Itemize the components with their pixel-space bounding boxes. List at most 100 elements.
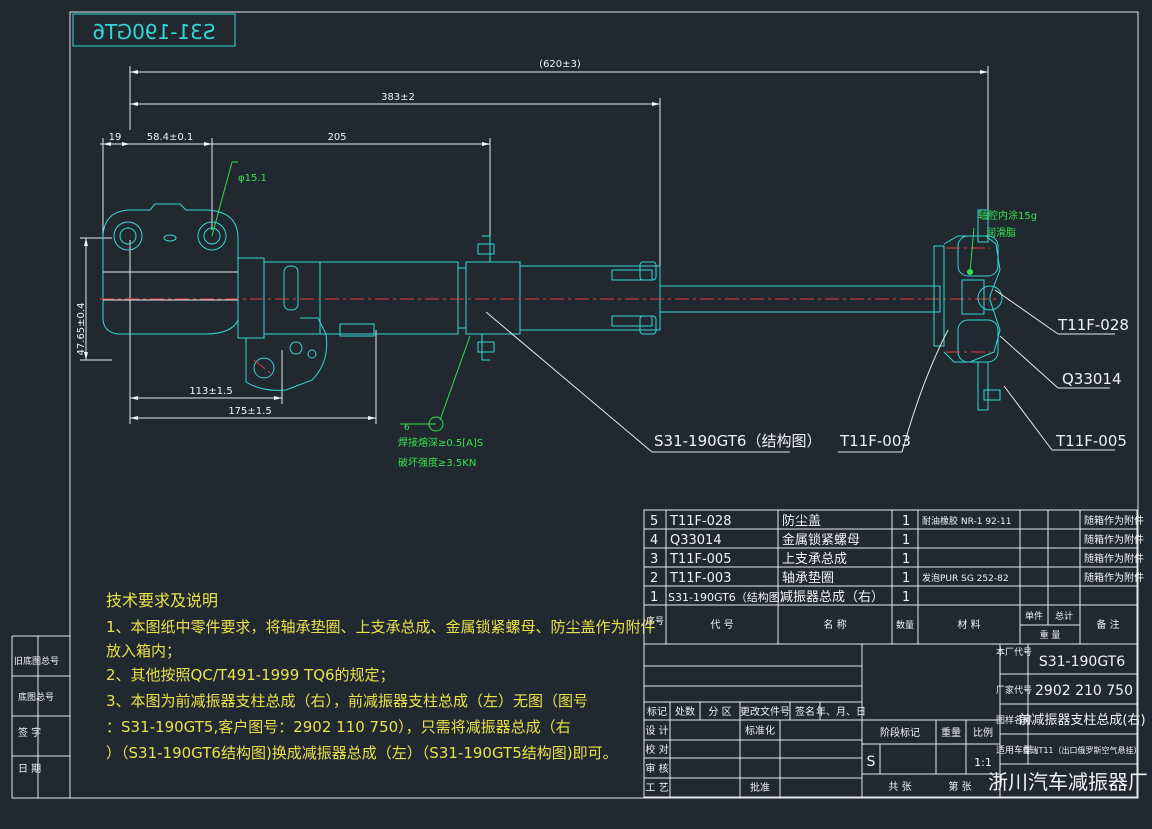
bom-name: 轴承垫圈 [782,570,834,586]
dim-113: 113±1.5 [189,386,232,397]
grease-note: 润滑脂 [986,226,1016,239]
dimension-lines [80,66,989,424]
grease-point-marker [967,269,973,275]
bom-code: S31-190GT6（结构图） [668,590,791,604]
standardize-label: 标准化 [745,724,775,737]
side-label: 底图总号 [18,691,54,703]
leader-lines [211,161,1115,453]
bom-no: 3 [650,552,658,567]
table-row: 4 Q33014 金属锁紧螺母 1 随箱作为附件 [650,532,1144,548]
requirement-line: 2、其他按照QC/T491-1999 TQ6的规定； [106,666,395,684]
role-label: 校 对 [645,743,668,756]
side-label-column: 旧底图总号 底图总号 签 字 日 期 [14,655,59,775]
bom-rows: 5 T11F-028 防尘盖 1 耐油橡胶 NR-1 92-11 随箱作为附件 … [646,513,1144,641]
top-mount-assembly [933,209,1003,411]
bom-name: 防尘盖 [782,513,821,529]
bom-no: 2 [650,571,658,586]
requirement-line: ）（S31-190GT6结构图)换成减振器总成（左）（S31-190GT5结构图… [106,744,618,762]
label-drawing-name: 图样名称 [996,714,1032,726]
role-label: 工 艺 [645,782,668,794]
label-applicable-model: 适用车型 [996,744,1032,756]
bom-header-cell: 备 注 [1096,618,1119,631]
bom-header-cell: 材 料 [957,618,980,631]
dim-total-length: (620±3) [539,59,581,70]
bom-note: 随箱作为附件 [1084,571,1144,584]
label-factory-code: 本厂代号 [996,646,1032,658]
bom-header-cell: 总计 [1055,610,1073,622]
bom-name: 减振器总成（右） [780,590,884,605]
rev-header: 分 区 [708,706,731,718]
bom-no: 5 [650,514,658,529]
table-row: 3 T11F-005 上支承总成 1 随箱作为附件 [650,552,1144,567]
bom-name: 金属锁紧螺母 [782,532,860,548]
dim-383: 383±2 [381,92,415,103]
table-row: 5 T11F-028 防尘盖 1 耐油橡胶 NR-1 92-11 随箱作为附件 [650,513,1144,529]
callout-label: S31-190GT6（结构图） [654,432,821,450]
bom-note: 随箱作为附件 [1084,552,1144,565]
side-label: 旧底图总号 [14,655,59,667]
weld-note: 破坏强度≥3.5KN [398,456,476,469]
dimension-labels: (620±3) 383±2 19 58.4±0.1 205 φ15.1 47.6… [76,59,581,417]
bom-header-cell: 重 量 [1040,629,1061,641]
sheet-number: 第 张 [948,780,971,793]
side-label: 签 字 [18,726,41,739]
requirements-title: 技术要求及说明 [106,591,218,610]
bom-material: 发泡PUR SG 252-82 [922,572,1009,584]
stage-mark-label: 阶段标记 [880,726,920,739]
bom-no: 4 [650,533,658,548]
rev-header: 标记 [647,706,667,718]
bom-qty: 1 [902,571,910,586]
annotation-notes: 轴腔内涂15g 润滑脂 6 焊接熔深≥0.5[A]S 破坏强度≥3.5KN T1… [398,209,1129,469]
requirement-line: 放入箱内； [106,642,181,660]
bom-material: 耐油橡胶 NR-1 92-11 [922,515,1011,527]
requirement-line: ：S31-190GT5,客户图号：2902 110 750），只需将减振器总成（… [106,718,571,736]
bom-qty: 1 [902,590,910,605]
bom-header-cell: 序号 [646,615,664,627]
side-label: 日 期 [18,763,41,775]
rev-header: 签名 [795,705,815,718]
weld-note: 焊接熔深≥0.5[A]S [398,436,483,449]
rev-header: 年、月、日 [816,705,866,718]
weight-label: 重量 [941,726,961,739]
dim-19: 19 [109,132,122,143]
weld-mark: 6 [404,423,410,433]
callout-label: T11F-003 [839,432,911,450]
requirement-line: 3、本图为前减振器支柱总成（右），前减振器支柱总成（左）无图（图号 [106,692,588,710]
approve-label: 批准 [750,781,770,794]
dim-47-65: 47.65±0.4 [76,303,87,356]
scale-value: 1:1 [974,756,992,769]
drawing-frame [11,11,1139,799]
scale-label: 比例 [973,726,993,739]
role-label: 设 计 [645,724,668,737]
bom-code: T11F-003 [669,571,731,586]
bom-qty: 1 [902,514,910,529]
bom-code: Q33014 [670,533,722,548]
bom-header-cell: 名 称 [823,618,846,631]
rev-header: 处数 [675,705,695,718]
callout-label: Q33014 [1062,370,1122,388]
bom-note: 随箱作为附件 [1084,514,1144,527]
bom-qty: 1 [902,552,910,567]
bom-header-cell: 单件 [1025,610,1043,622]
mirrored-drawing-number: S31-190GT6 [92,20,215,44]
technical-requirements: 技术要求及说明 1、本图纸中零件要求，将轴承垫圈、上支承总成、金属锁紧螺母、防尘… [106,591,656,762]
title-block [643,643,1138,798]
drawing-name: 前减振器支柱总成(右) [1018,712,1145,728]
sheets-total: 共 张 [888,781,911,793]
dim-phi: φ15.1 [238,173,267,184]
table-row: 1 S31-190GT6（结构图） 减振器总成（右） 1 [650,590,910,605]
bom-code: T11F-005 [669,552,731,567]
callout-label: T11F-028 [1057,316,1129,334]
mirrored-number-box: S31-190GT6 [72,13,236,47]
dim-175: 175±1.5 [228,406,271,417]
grease-note: 轴腔内涂15g [978,209,1037,222]
applicable-model: 奇瑞T11（出口俄罗斯空气悬挂） [1022,745,1141,755]
company-name: 浙川汽车减振器厂 [988,770,1148,794]
bom-header-cell: 代 号 [710,619,733,631]
bom-header-cell: 数量 [896,619,914,631]
bom-note: 随箱作为附件 [1084,533,1144,546]
dim-58-4: 58.4±0.1 [147,132,194,143]
factory-code: S31-190GT6 [1039,654,1125,670]
